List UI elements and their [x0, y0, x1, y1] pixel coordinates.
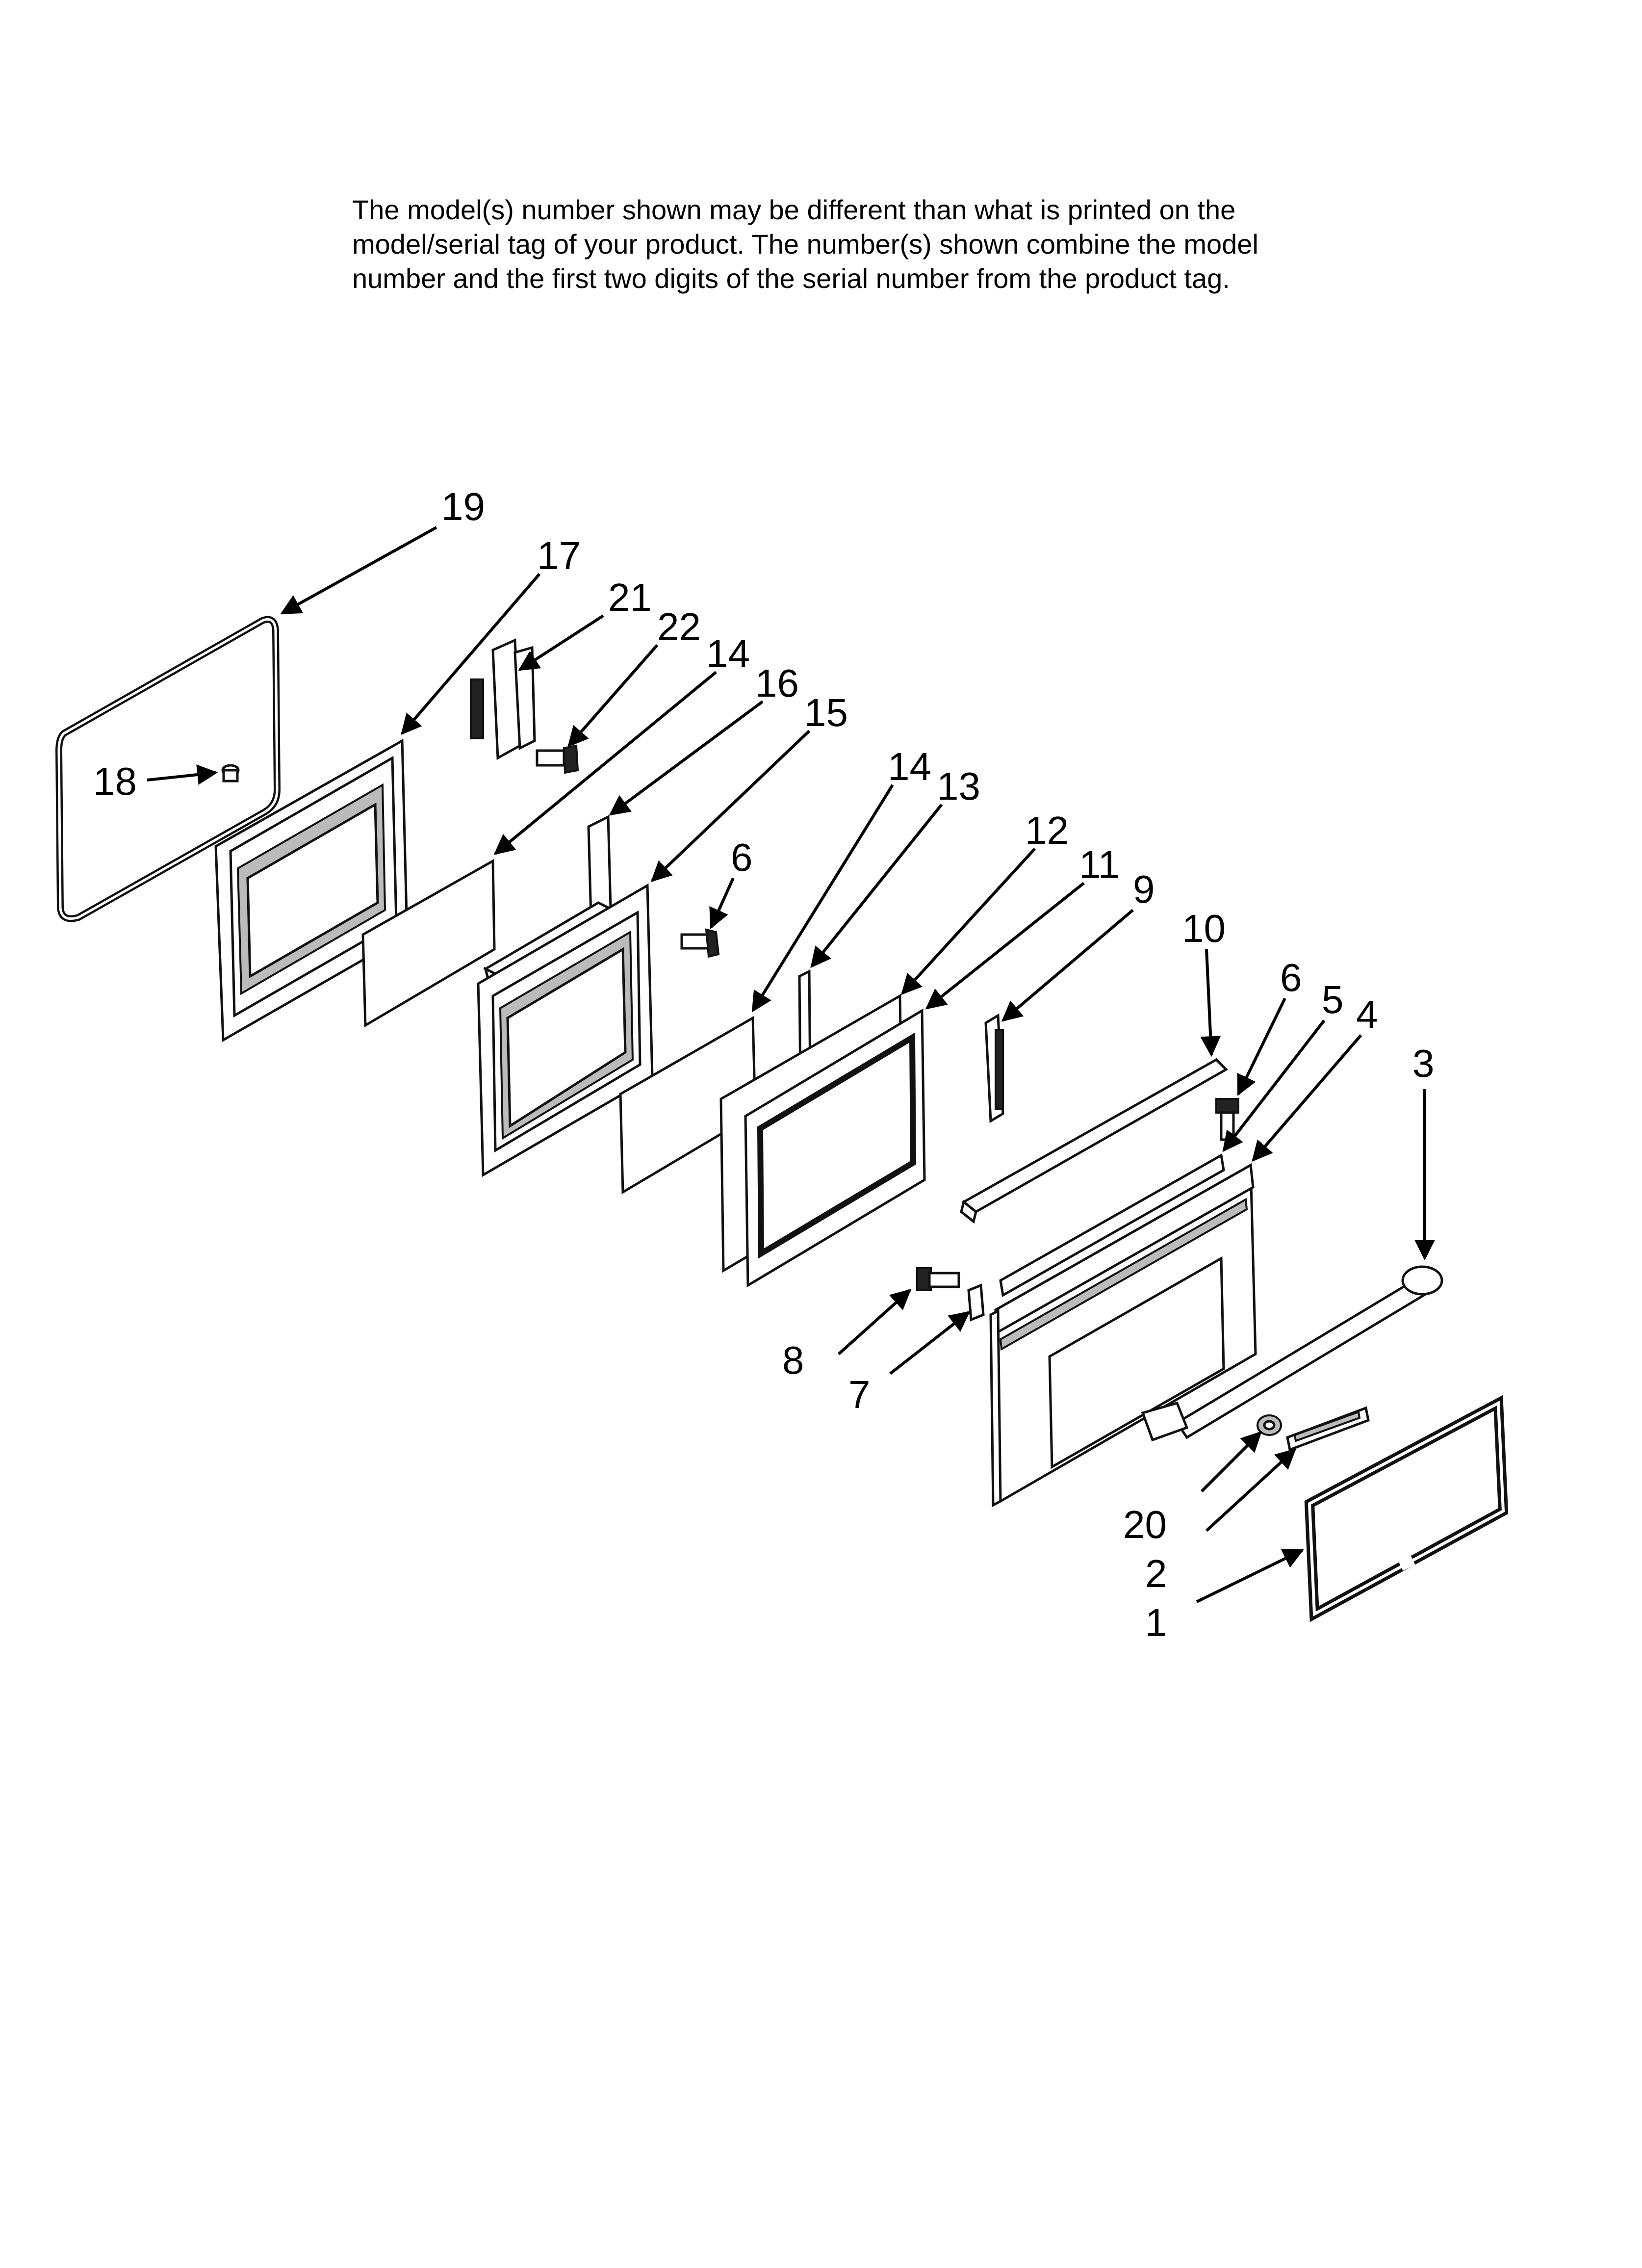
part-6-screw-2	[1215, 1098, 1239, 1141]
callout-22: 22	[657, 605, 701, 649]
part-14-glass-pane-1	[361, 859, 496, 1028]
callout-16: 16	[755, 661, 799, 705]
callout-12: 12	[1025, 808, 1069, 852]
callout-1: 1	[1145, 1601, 1167, 1644]
callout-18: 18	[93, 759, 137, 803]
part-9-bracket	[984, 1013, 1004, 1123]
part-5-vent-strip	[999, 1153, 1225, 1297]
model-number-notice: The model(s) number shown may be differe…	[352, 193, 1431, 296]
callout-13: 13	[937, 764, 980, 808]
part-20-nut	[1257, 1414, 1282, 1436]
part-22-screw	[536, 744, 579, 774]
part-18-plug	[221, 764, 240, 782]
part-15-glass-frame	[477, 883, 654, 1177]
notice-line-3: number and the first two digits of the s…	[352, 263, 1230, 294]
callout-10: 10	[1182, 907, 1226, 950]
part-7-washer	[967, 1283, 985, 1322]
callout-17: 17	[537, 534, 581, 577]
callout-7: 7	[848, 1373, 871, 1416]
callout-20: 20	[1123, 1503, 1167, 1546]
part-8-screw	[916, 1267, 960, 1291]
callout-11: 11	[1079, 843, 1120, 886]
callout-21: 21	[608, 575, 652, 619]
callout-6-b: 6	[1280, 956, 1302, 999]
callout-2: 2	[1145, 1552, 1167, 1595]
callout-4: 4	[1356, 992, 1378, 1036]
part-6-screw-1	[680, 928, 720, 958]
part-11-trim-glass	[744, 1008, 926, 1288]
callout-19: 19	[441, 485, 485, 528]
part-3-handle	[1141, 1265, 1443, 1442]
callout-5: 5	[1322, 978, 1344, 1021]
notice-line-1: The model(s) number shown may be differe…	[352, 194, 1236, 225]
callout-14-a: 14	[706, 632, 750, 676]
leader-lines	[147, 526, 1435, 1603]
callout-8: 8	[782, 1338, 804, 1382]
part-4-outer-door	[989, 1163, 1257, 1508]
part-19-door-gasket	[55, 616, 281, 922]
part-10-vent-channel	[960, 1058, 1229, 1224]
callout-15: 15	[804, 691, 848, 734]
callout-14-b: 14	[888, 745, 931, 788]
callout-numbers: 19 17 21 22 14 16 15 18 6 14 13 12 11 9 …	[93, 485, 1435, 1644]
callout-6-a: 6	[731, 835, 753, 879]
notice-line-2: model/serial tag of your product. The nu…	[352, 229, 1258, 260]
part-21-hinge	[470, 638, 536, 760]
callout-9: 9	[1133, 867, 1155, 911]
part-2-badge	[1286, 1406, 1370, 1452]
callout-3: 3	[1412, 1042, 1435, 1085]
part-1-gasket	[1304, 1395, 1509, 1622]
